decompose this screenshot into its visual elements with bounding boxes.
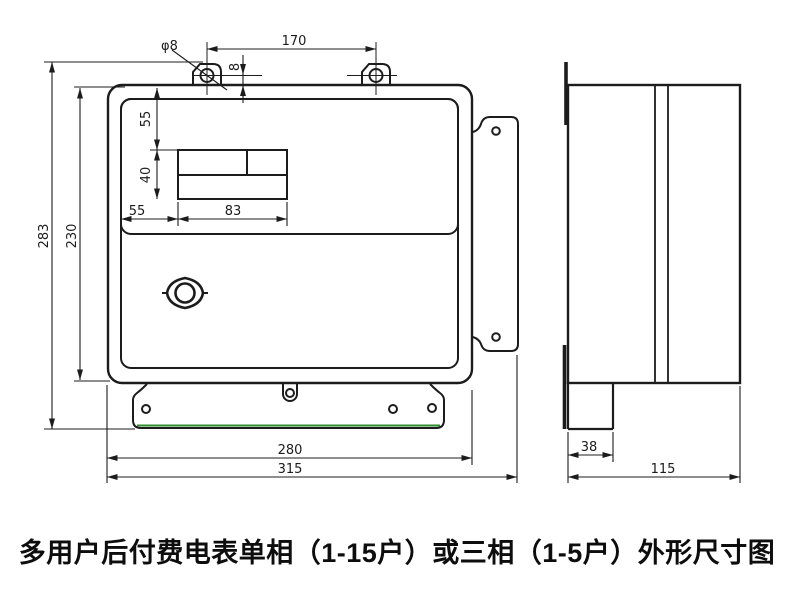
dim-label-body-width: 280 xyxy=(278,443,303,458)
front-outer-box xyxy=(106,83,474,385)
bottom-bracket xyxy=(132,383,445,429)
drawing-caption: 多用户后付费电表单相（1-15户）或三相（1-5户）外形尺寸图 xyxy=(18,538,776,568)
side-dimensions xyxy=(567,386,741,483)
lock-icon xyxy=(162,276,208,310)
dim-label-hole-dia: φ8 xyxy=(161,39,178,54)
dim-label-overall-depth: 115 xyxy=(651,462,676,477)
dim-label-window-width: 83 xyxy=(225,204,242,219)
side-lower-protrusion xyxy=(566,383,615,431)
dim-label-window-height: 40 xyxy=(139,167,154,184)
dim-label-body-height: 230 xyxy=(65,224,80,249)
dim-label-foot-depth: 38 xyxy=(581,440,598,455)
dim-label-overall-height: 283 xyxy=(37,224,52,249)
dim-label-window-left-offset: 55 xyxy=(129,204,146,219)
bracket-center-tab xyxy=(282,384,298,402)
dim-label-hole-offset: 8 xyxy=(228,63,243,71)
front-view: φ8 170 8 55 40 55 83 283 230 280 315 xyxy=(37,34,519,483)
dim-label-window-top-offset: 55 xyxy=(139,111,154,128)
leader-line-hole-dia xyxy=(171,49,228,91)
side-body xyxy=(566,83,742,385)
front-window-section xyxy=(120,98,459,235)
dim-label-overall-width: 315 xyxy=(278,462,303,477)
side-flange-right xyxy=(472,116,519,352)
meter-display-window xyxy=(177,149,288,200)
side-view: 38 115 xyxy=(562,62,742,483)
dim-label-ear-spacing: 170 xyxy=(282,34,307,49)
front-dimensions xyxy=(44,46,518,483)
